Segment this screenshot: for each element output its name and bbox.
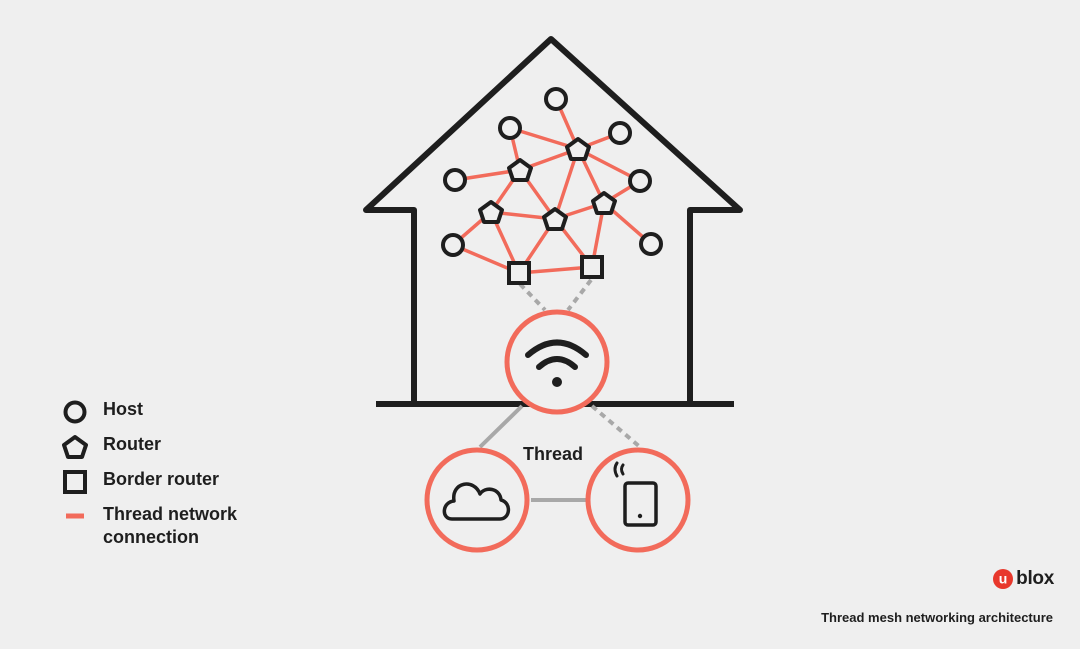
host-node <box>498 116 522 140</box>
svg-text:u: u <box>999 571 1008 587</box>
circle-icon <box>62 398 92 425</box>
wifi-hub <box>504 309 610 415</box>
brand-logo: u blox <box>992 568 1054 590</box>
dotted-link-border-left <box>518 282 547 312</box>
router-nodes <box>478 137 617 231</box>
legend-item-border-router: Border router <box>62 468 273 495</box>
smartphone-icon <box>613 461 658 527</box>
external-links <box>478 278 642 502</box>
router-node <box>478 200 504 224</box>
router-node <box>565 137 591 161</box>
legend-item-thread-connection: Thread network connection <box>62 503 273 549</box>
pentagon-icon <box>62 433 92 460</box>
brand-text: blox <box>1016 568 1054 589</box>
ublox-logo-icon: u <box>993 569 1014 589</box>
border-router-node <box>507 261 531 285</box>
phone-node <box>585 447 691 553</box>
figure-caption: Thread mesh networking architecture <box>821 610 1053 625</box>
host-node <box>443 168 467 192</box>
square-icon <box>62 468 92 495</box>
legend-label: Border router <box>103 469 220 489</box>
thread-label: Thread <box>523 444 584 464</box>
solid-link-hub-cloud <box>478 404 524 449</box>
legend-item-host: Host <box>62 398 273 425</box>
cloud-node <box>424 447 530 553</box>
router-node <box>542 207 568 231</box>
border-router-node <box>580 255 604 279</box>
router-node <box>507 158 533 182</box>
host-nodes <box>441 87 663 257</box>
host-node <box>441 233 465 257</box>
border-router-nodes <box>507 255 604 285</box>
legend-label: Thread network connection <box>103 504 238 547</box>
legend-label: Router <box>103 434 161 454</box>
router-node <box>591 191 617 215</box>
host-node <box>608 121 632 145</box>
legend: Host Router Border router Thread network… <box>62 398 273 557</box>
house-outline <box>363 36 743 402</box>
cloud-icon <box>442 482 511 521</box>
host-node <box>544 87 568 111</box>
legend-item-router: Router <box>62 433 273 460</box>
dotted-link-hub-phone <box>590 404 642 449</box>
host-node <box>628 169 652 193</box>
line-icon <box>62 503 92 530</box>
legend-label: Host <box>103 399 143 419</box>
host-node <box>639 232 663 256</box>
wifi-icon <box>525 339 589 370</box>
dotted-link-border-right <box>566 278 593 312</box>
